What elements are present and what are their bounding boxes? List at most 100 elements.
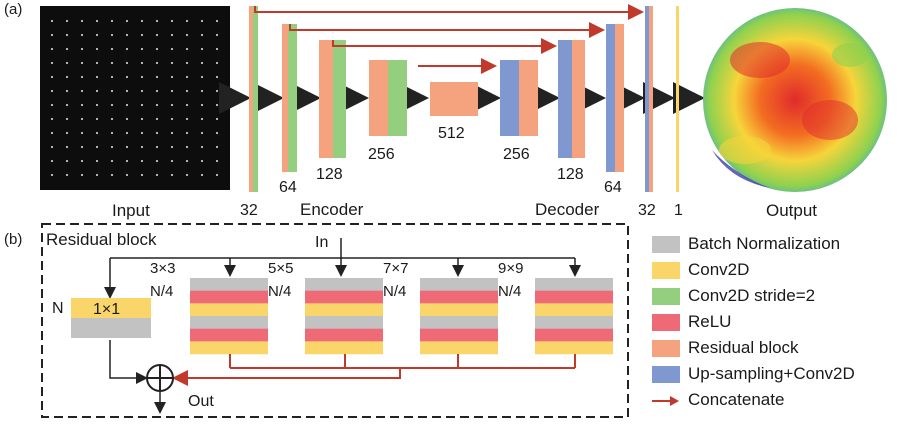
stack-layer: [305, 278, 383, 291]
stack-layer: [420, 278, 498, 291]
stack-layer: [190, 328, 268, 342]
stack-layer: [420, 303, 498, 317]
conv1x1-label: 1×1: [93, 301, 120, 318]
stack-layer: [190, 278, 268, 291]
concatenate-arrow-icon: [652, 392, 680, 409]
legend-swatch: [652, 313, 680, 331]
legend-swatch: [652, 261, 680, 279]
stack-layer: [420, 290, 498, 304]
legend: Batch Normalization Conv2D Conv2D stride…: [652, 232, 892, 417]
kernel-label: 5×5: [268, 260, 293, 277]
channel-label: 128: [557, 166, 584, 183]
decoder-block-64: [606, 24, 624, 172]
legend-label: Conv2D stride=2: [688, 286, 816, 305]
kernel-stack-5x5: [305, 278, 383, 355]
stack-layer: [420, 328, 498, 342]
concat-arrow: [172, 368, 401, 386]
residual-block-title: Residual block: [46, 230, 157, 249]
channel-label: 256: [368, 146, 395, 163]
encoder-block-64: [282, 24, 297, 172]
legend-item-relu: ReLU: [652, 310, 731, 334]
skip-connection-arrow: [289, 22, 605, 38]
quarter-label: N/4: [383, 283, 406, 300]
channel-label: 32: [240, 202, 258, 219]
kernel-stack-7x7: [420, 278, 498, 355]
legend-item-conv2d: Conv2D: [652, 258, 749, 282]
encoder-block-128: [319, 40, 346, 158]
legend-label: ReLU: [688, 312, 732, 331]
stack-layer: [535, 328, 613, 342]
stack-layer: [190, 303, 268, 317]
stack-layer: [420, 341, 498, 355]
quarter-label: N/4: [498, 283, 521, 300]
branch-n-label: N: [52, 300, 64, 317]
stack-layer: [420, 316, 498, 329]
stack-layer: [535, 303, 613, 317]
panel-a-tag: (a): [4, 1, 22, 18]
skip-connection-arrow: [332, 38, 557, 54]
kernel-label: 7×7: [383, 260, 408, 277]
legend-swatch: [652, 287, 680, 305]
channel-label: 64: [604, 179, 622, 196]
decoder-block-128: [558, 40, 585, 158]
legend-item-residual-block: Residual block: [652, 336, 799, 360]
channel-label: 256: [503, 146, 530, 163]
decoder-block-256: [500, 60, 538, 136]
stack-layer: [305, 290, 383, 304]
kernel-stack-3x3: [190, 278, 268, 355]
output-label: Output: [766, 201, 817, 220]
stack-layer: [305, 328, 383, 342]
skip-connection-arrow: [254, 4, 644, 20]
quarter-label: N/4: [150, 283, 173, 300]
encoder-block-256: [369, 60, 407, 136]
channel-label: 64: [279, 179, 297, 196]
residual-block-frame: [41, 223, 629, 418]
quarter-label: N/4: [268, 283, 291, 300]
legend-swatch: [652, 339, 680, 357]
stack-layer: [305, 303, 383, 317]
stack-layer: [305, 316, 383, 329]
sum-node-icon: [146, 364, 174, 392]
stack-layer: [535, 316, 613, 329]
legend-label: Conv2D: [688, 260, 750, 279]
legend-label: Concatenate: [688, 390, 785, 409]
encoder-label: Encoder: [300, 200, 364, 219]
stack-layer: [535, 290, 613, 304]
legend-label: Residual block: [688, 338, 799, 357]
encoder-block-32: [249, 6, 258, 192]
channel-label: 512: [438, 125, 465, 142]
input-label: Input: [112, 201, 150, 220]
kernel-label: 9×9: [498, 260, 523, 277]
channel-label: 1: [674, 202, 683, 219]
stack-layer: [305, 341, 383, 355]
legend-item-batch-norm: Batch Normalization: [652, 232, 840, 256]
decoder-block-32: [645, 6, 653, 192]
bottleneck-block-512: [430, 82, 478, 116]
kernel-label: 3×3: [150, 260, 175, 277]
stack-layer: [190, 341, 268, 355]
stack-layer: [535, 278, 613, 291]
conv1x1-block: [71, 298, 151, 338]
channel-label: 32: [638, 202, 656, 219]
legend-item-concatenate: Concatenate: [652, 388, 784, 412]
decoder-label: Decoder: [535, 200, 600, 219]
shortcut-arrow: [109, 340, 148, 384]
in-label: In: [315, 234, 328, 251]
output-image: [703, 8, 887, 192]
legend-label: Batch Normalization: [688, 234, 841, 253]
stack-layer: [190, 290, 268, 304]
input-image: [40, 6, 230, 190]
stack-layer: [190, 316, 268, 329]
legend-swatch: [652, 235, 680, 253]
stack-layer: [535, 341, 613, 355]
legend-item-conv2d-stride: Conv2D stride=2: [652, 284, 815, 308]
legend-swatch: [652, 365, 680, 383]
output-conv-block: [676, 6, 679, 192]
legend-item-upsampling: Up-sampling+Conv2D: [652, 362, 855, 386]
out-label: Out: [188, 393, 214, 410]
legend-label: Up-sampling+Conv2D: [688, 364, 855, 383]
kernel-stack-9x9: [535, 278, 613, 355]
panel-b-tag: (b): [4, 231, 22, 248]
channel-label: 128: [316, 166, 343, 183]
